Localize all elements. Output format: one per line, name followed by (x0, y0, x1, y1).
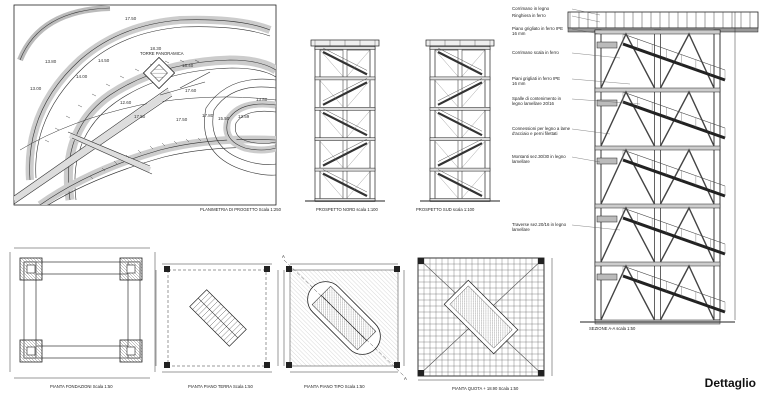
stair-flight (322, 51, 368, 76)
level-label: 18.40 (182, 63, 194, 68)
typical-floor-plan: A A PIANTA PIANO TIPO Scala 1:50 (282, 254, 407, 389)
section-a-a (567, 11, 759, 325)
stair-flight (437, 81, 483, 106)
ground-floor-plan: PIANTA PIANO TERRA Scala 1:50 (155, 263, 279, 389)
level-label: 12.60 (120, 100, 132, 105)
top-plan-caption: PIANTA QUOTA + 18.90 Scala 1:50 (452, 386, 519, 391)
stair-flight (622, 42, 726, 82)
stair-flight (437, 142, 483, 167)
column (429, 47, 436, 201)
south-elevation-caption: PROSPETTO SUD scala 1:100 (416, 207, 475, 212)
level-label: 13.00 (30, 86, 42, 91)
stair-flight (622, 100, 726, 140)
level-label: 17.60 (185, 88, 197, 93)
detail-label: Dettaglio (704, 376, 756, 390)
section-note: Corrimano in legno (512, 6, 550, 11)
top-level-plan: PIANTA QUOTA + 18.90 Scala 1:50 (417, 257, 553, 391)
south-elevation (420, 39, 500, 202)
column (484, 47, 491, 201)
level-label: 17.50 (176, 117, 188, 122)
level-label: 13.80 (45, 59, 57, 64)
typical-floor-caption: PIANTA PIANO TIPO Scala 1:50 (304, 384, 365, 389)
stair-flight (437, 172, 483, 197)
stair-flight (322, 142, 368, 167)
section-marker-top: A (282, 254, 285, 259)
stair-flight (622, 158, 726, 198)
column (314, 47, 321, 201)
stair-flight (437, 51, 483, 76)
ground-floor-caption: PIANTA PIANO TERRA Scala 1:50 (188, 384, 253, 389)
stair-flight (322, 81, 368, 106)
site-plan: TORRE PANORAMICA 17.5018.3018.4017.6017.… (13, 4, 282, 212)
level-label: 14.00 (76, 74, 88, 79)
site-level-labels: 17.50 18.30 18.40 17.60 17.50 13.80 14.50 13.00… (30, 16, 268, 122)
level-label: 17.50 (125, 16, 137, 21)
stair-flight (622, 274, 726, 314)
north-elevation (305, 39, 385, 202)
site-plan-caption: PLANIMETRIA DI PROGETTO Scala 1:250 (200, 207, 282, 212)
foundation-plan: PIANTA FONDAZIONI Scala 1:50 (9, 247, 156, 389)
column (713, 29, 721, 321)
section-marker-bottom: A (404, 376, 407, 381)
level-label: 15.50 (218, 116, 230, 121)
column (369, 47, 376, 201)
north-elevation-caption: PROSPETTO NORD scala 1:100 (316, 207, 378, 212)
stair-flight (622, 216, 726, 256)
stair-flight (322, 111, 368, 137)
level-label: 13.59 (238, 114, 250, 119)
section-caption: SEZIONE A-A scala 1:50 (589, 326, 636, 331)
level-label: 14.50 (98, 58, 110, 63)
level-label: 17.80 (202, 113, 214, 118)
level-label: 18.30 (150, 46, 162, 51)
stair-flight (322, 172, 368, 197)
level-label: 13.80 (256, 97, 268, 102)
section-note: Corrimano scala in ferro (512, 50, 559, 55)
stair-flight (437, 111, 483, 137)
foundation-caption: PIANTA FONDAZIONI Scala 1:50 (50, 384, 113, 389)
section-note: Ringhiera in ferro (512, 13, 546, 18)
tower-label: TORRE PANORAMICA (140, 51, 184, 56)
level-label: 17.50 (134, 114, 146, 119)
